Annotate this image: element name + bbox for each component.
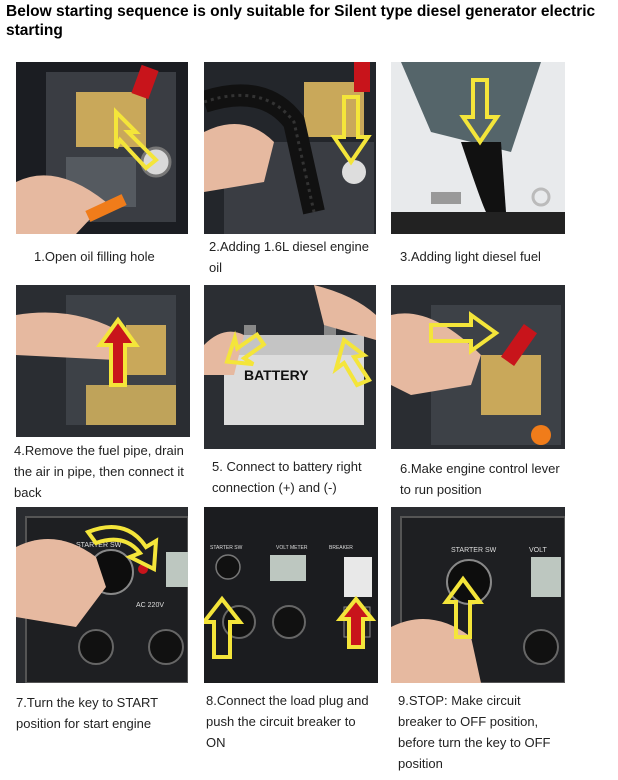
starter-sw-label: STARTER SW — [76, 542, 122, 549]
engine-oil-hole-illustration — [16, 62, 188, 234]
load-plug-illustration: STARTER SW VOLT METER BREAKER — [204, 507, 378, 683]
step-2-photo — [204, 62, 376, 234]
step-4-caption: 4.Remove the fuel pipe, drain the air in… — [14, 443, 184, 500]
volt-meter-label: VOLT METER — [276, 545, 308, 551]
page-title: Below starting sequence is only suitable… — [6, 3, 596, 39]
ac-voltage-label: AC 220V — [136, 602, 164, 609]
step-3-caption: 3.Adding light diesel fuel — [400, 249, 541, 264]
breaker-label: BREAKER — [329, 545, 353, 551]
step-7-caption: 7.Turn the key to START position for sta… — [16, 695, 158, 731]
step-8-photo: STARTER SW VOLT METER BREAKER — [204, 507, 378, 683]
step-8-caption: 8.Connect the load plug and push the cir… — [206, 693, 369, 750]
step-5-caption: 5. Connect to battery right connection (… — [212, 459, 362, 495]
starter-sw-label-2: STARTER SW — [210, 545, 243, 551]
step-7-photo: STARTER SW AC 220V — [16, 507, 188, 683]
starter-sw-label-3: STARTER SW — [451, 547, 497, 554]
fuel-adding-illustration — [391, 62, 565, 234]
step-9-photo: STARTER SW VOLT — [391, 507, 565, 683]
volt-label: VOLT — [529, 547, 547, 554]
step-6-photo — [391, 285, 565, 449]
step-6-caption: 6.Make engine control lever to run posit… — [400, 461, 560, 497]
step-2-caption: 2.Adding 1.6L diesel engine oil — [209, 239, 369, 275]
stop-key-illustration: STARTER SW VOLT — [391, 507, 565, 683]
battery-illustration: BATTERY — [204, 285, 376, 449]
battery-brand-label: BATTERY — [244, 367, 309, 383]
step-5-photo: BATTERY — [204, 285, 376, 449]
oil-adding-illustration — [204, 62, 376, 234]
starter-key-illustration: STARTER SW AC 220V — [16, 507, 188, 683]
step-3-photo — [391, 62, 565, 234]
control-lever-illustration — [391, 285, 565, 449]
fuel-pipe-illustration — [16, 285, 190, 437]
step-1-photo — [16, 62, 188, 234]
step-4-photo — [16, 285, 190, 437]
step-9-caption: 9.STOP: Make circuit breaker to OFF posi… — [398, 693, 551, 771]
step-1-caption: 1.Open oil filling hole — [34, 249, 155, 264]
